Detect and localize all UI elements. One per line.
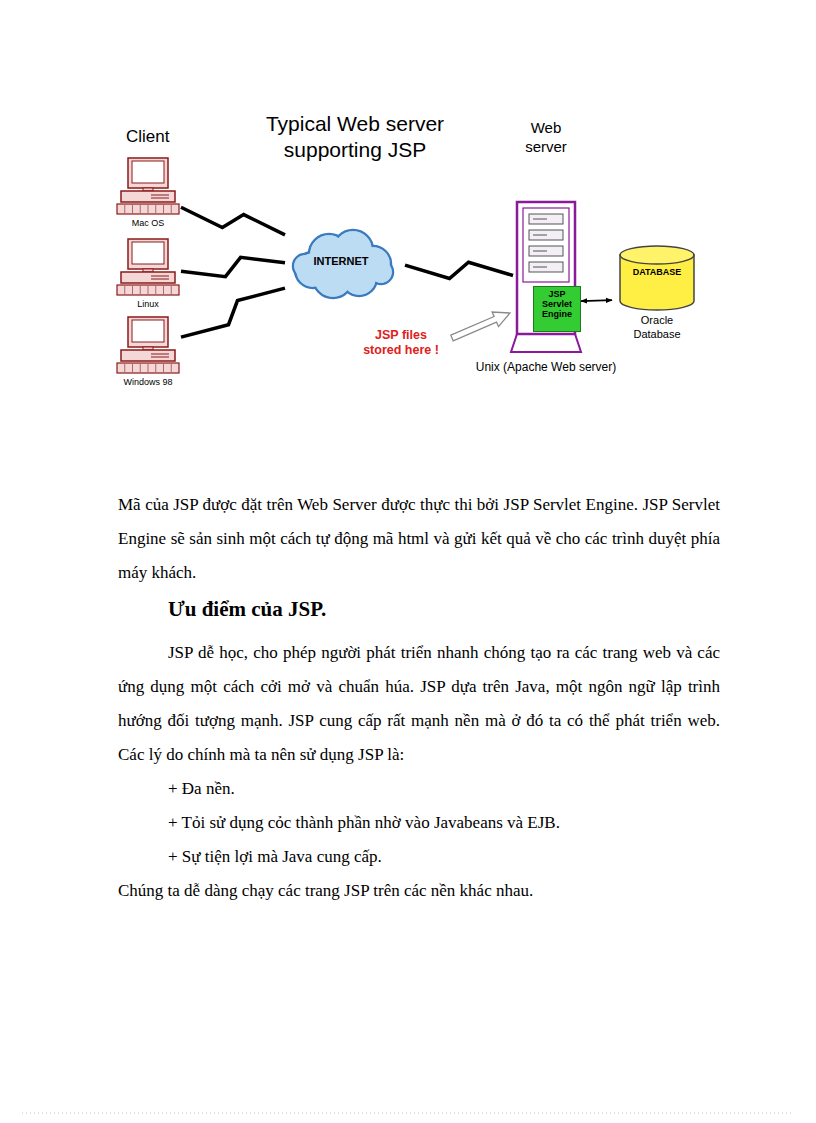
bullet-item: + Sự tiện lợi mà Java cung cấp. <box>168 840 718 874</box>
bullet-item: + Tỏi sử dụng cỏc thành phần nhờ vào Jav… <box>168 806 718 840</box>
client-computer: Windows 98 <box>115 315 181 389</box>
column-heading: Client <box>126 127 196 147</box>
os-label: Windows 98 <box>103 377 193 387</box>
network-link <box>405 262 513 278</box>
os-label: Mac OS <box>103 218 193 228</box>
callout-note: JSP files stored here ! <box>360 328 442 358</box>
network-label: INTERNET <box>285 255 397 267</box>
hollow-pointer-arrow <box>451 312 510 341</box>
os-label: Linux <box>103 299 193 309</box>
data-arrow <box>581 299 612 302</box>
bullet-item: + Đa nền. <box>168 772 718 806</box>
database-cylinder: DATABASE Oracle Database <box>612 243 702 343</box>
pc-icon <box>115 237 181 309</box>
server-icon <box>513 200 579 356</box>
body-paragraph: Chúng ta dễ dàng chạy các trang JSP trên… <box>118 874 720 908</box>
network-link <box>181 257 285 276</box>
platform-label: Unix (Apache Web server) <box>461 360 631 374</box>
client-computer: Mac OS <box>115 156 181 236</box>
servlet-engine-box: JSP Servlet Engine <box>533 286 581 332</box>
web-server-tower: Web serverUnix (Apache Web server)JSP Se… <box>513 200 579 356</box>
engine-label: JSP Servlet Engine <box>534 287 580 323</box>
network-link <box>181 288 285 337</box>
network-link <box>181 207 285 235</box>
database-label: DATABASE <box>612 267 702 277</box>
internet-cloud: INTERNET <box>285 226 405 300</box>
database-caption: Oracle Database <box>627 313 687 341</box>
server-heading: Web server <box>518 118 574 156</box>
page-edge-dots <box>22 1113 794 1114</box>
diagram-title: Typical Web server supporting JSP <box>248 111 462 163</box>
client-computer: Linux <box>115 237 181 309</box>
section-heading: Ưu điểm của JSP. <box>168 594 668 624</box>
body-paragraph: JSP dễ học, cho phép người phát triển nh… <box>118 636 720 772</box>
body-paragraph: Mã của JSP được đặt trên Web Server được… <box>118 488 720 590</box>
